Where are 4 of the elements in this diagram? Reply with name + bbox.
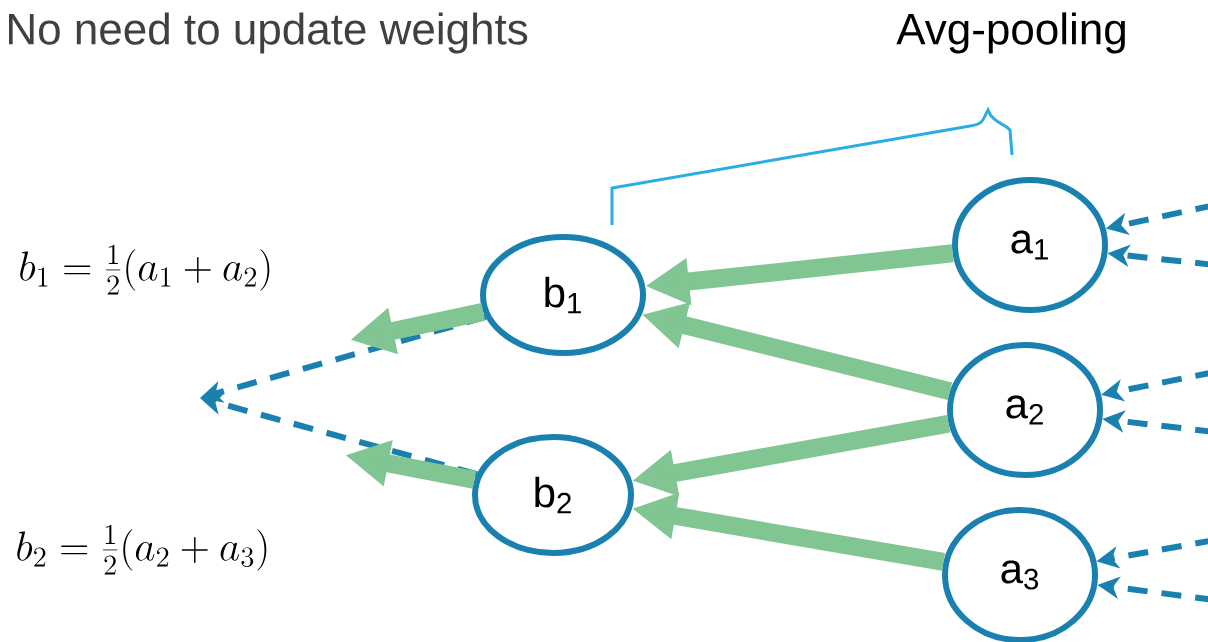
formula: $b_2 = \frac{1}{2}(a_2 + a_3)$	[17, 524, 267, 575]
formula: $b_1 = \frac{1}{2}(a_1 + a_2)$	[20, 244, 270, 295]
title: No need to update weights	[9, 12, 528, 54]
heading: Avg-pooling	[896, 12, 1125, 54]
